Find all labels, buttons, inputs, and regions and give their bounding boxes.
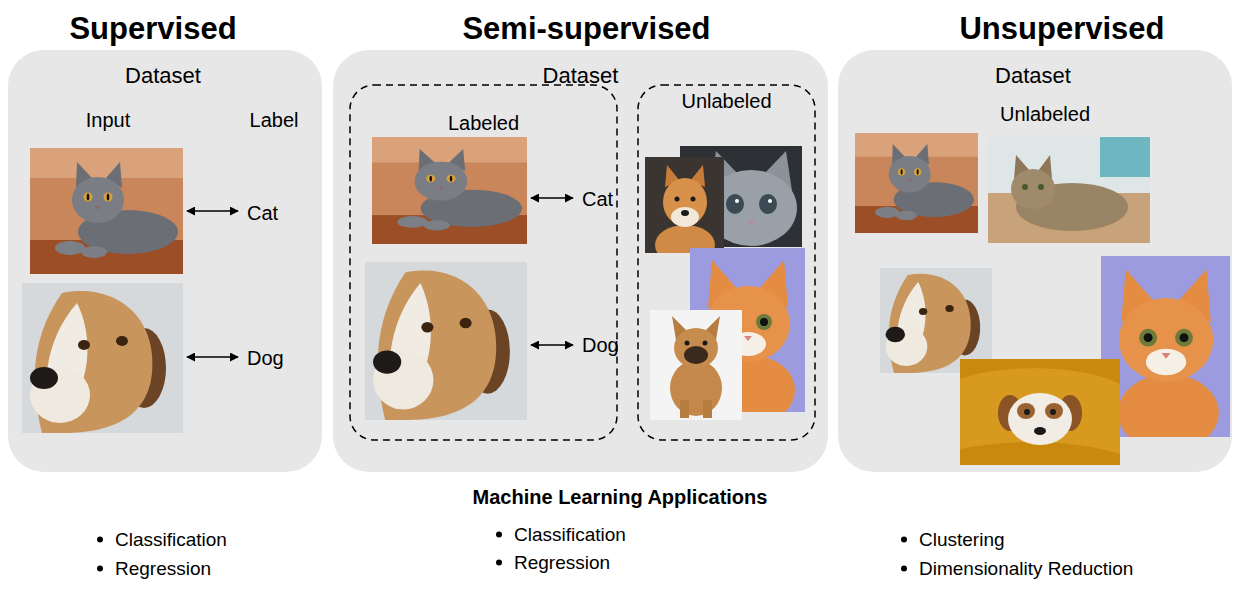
text-slot: Semi-supervised [339, 10, 834, 47]
bullet-item-slot: Classification [514, 524, 626, 547]
group-title: Labeled [448, 111, 519, 135]
class-label: Dog [582, 333, 619, 357]
column-header-slot: Input [86, 108, 130, 132]
dataset-panel: UnsupervisedDatasetUnlabeled [838, 50, 1232, 472]
class-label-slot: Cat [247, 201, 278, 225]
dog-photo [960, 359, 1120, 465]
bullet-item-slot: Dimensionality Reduction [919, 558, 1133, 581]
group-title: Unlabeled [681, 89, 771, 113]
bullet-dot [901, 566, 907, 572]
class-label-slot: Dog [582, 333, 619, 357]
node-shape-layer [8, 50, 1232, 472]
bullet-dot [496, 532, 502, 538]
text-slot: Unlabeled [848, 102, 1239, 126]
bullet-dot [97, 537, 103, 543]
dog-photo [650, 310, 742, 420]
cat-photo [372, 137, 527, 244]
unlabeled-group-shape [638, 85, 815, 440]
bullet-dot [97, 566, 103, 572]
bullet-item-slot: Regression [514, 552, 610, 575]
text-slot: Unlabeled [638, 89, 815, 113]
column-header-slot: Label [250, 108, 299, 132]
text-slot: Supervised [0, 10, 310, 47]
bullet-item-slot: Classification [115, 529, 227, 552]
text-slot: Unsupervised [865, 10, 1239, 47]
bullet-item-slot: Regression [115, 558, 211, 581]
labeled-group-shape [350, 85, 617, 440]
arrow-group [187, 198, 573, 357]
text-slot: Dataset [333, 63, 828, 89]
bullet-item: Regression [115, 558, 211, 581]
text-slot: Dataset [6, 63, 320, 89]
panel-title: Dataset [543, 63, 619, 89]
cat-photo [30, 148, 183, 274]
dog-photo [22, 283, 183, 433]
text-slot: Dataset [836, 63, 1230, 89]
dataset-panel-shape [333, 50, 828, 472]
double-arrow [187, 356, 238, 358]
bullet-item-slot: Clustering [919, 529, 1005, 552]
dataset-panel: Semi-supervisedDatasetLabeledUnlabeled [333, 50, 828, 472]
panel-heading: Supervised [69, 10, 236, 47]
bullet-item: Regression [514, 552, 610, 575]
class-label-slot: Dog [247, 346, 284, 370]
bullet-dot [496, 560, 502, 566]
class-label: Dog [247, 346, 284, 370]
bullet-item: Clustering [919, 529, 1005, 552]
column-header: Input [86, 108, 130, 132]
class-label-slot: Cat [582, 187, 613, 211]
panel-title: Dataset [995, 63, 1071, 89]
unlabeled-group: Unlabeled [638, 85, 815, 440]
dataset-panel-shape [838, 50, 1232, 472]
section-heading: Machine Learning Applications [473, 485, 768, 509]
photo-group [22, 133, 1230, 465]
class-label: Cat [247, 201, 278, 225]
dataset-panel-shape [8, 50, 322, 472]
double-arrow [531, 344, 573, 346]
column-header: Label [250, 108, 299, 132]
double-arrow [531, 197, 573, 199]
bullet-dot [901, 537, 907, 543]
text-slot: Labeled [350, 111, 617, 135]
double-arrow [187, 210, 238, 212]
bullet-item: Dimensionality Reduction [919, 558, 1133, 581]
dog-photo [365, 262, 527, 420]
panel-heading: Semi-supervised [462, 10, 710, 47]
cat-photo [1101, 256, 1230, 451]
bullet-item: Classification [514, 524, 626, 547]
section-heading-slot: Machine Learning Applications [473, 485, 768, 509]
bullet-item: Classification [115, 529, 227, 552]
panel-heading: Unsupervised [959, 10, 1164, 47]
cat-photo [855, 133, 978, 233]
class-label: Cat [582, 187, 613, 211]
dog-photo [880, 268, 992, 373]
labeled-group: Labeled [350, 85, 617, 440]
panel-subtitle: Unlabeled [1000, 102, 1090, 126]
cat-photo [988, 137, 1150, 243]
panel-title: Dataset [125, 63, 201, 89]
